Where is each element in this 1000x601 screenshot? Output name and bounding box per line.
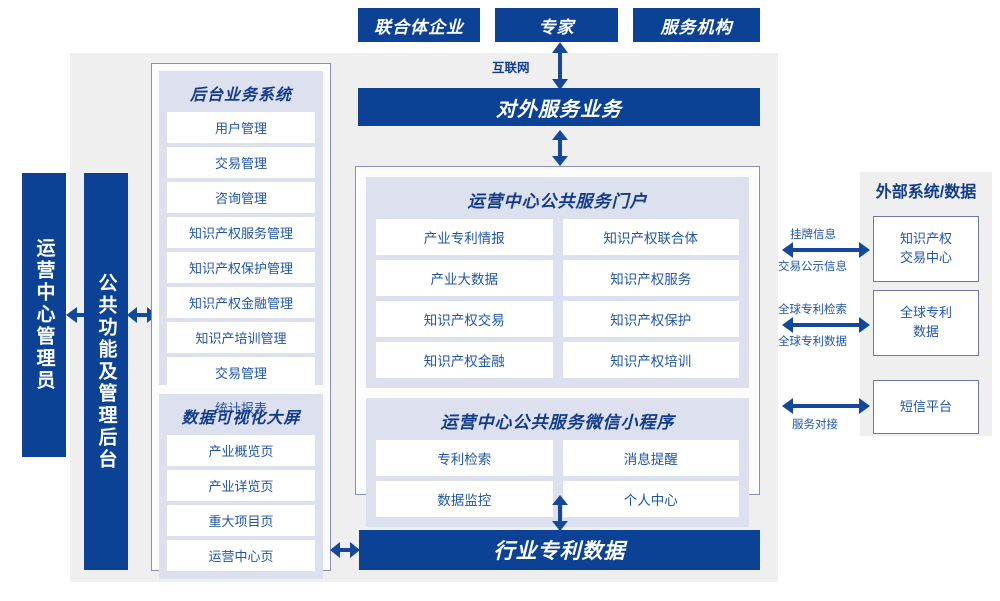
external-box-0[interactable]: 知识产权 交易中心 (873, 216, 979, 282)
portal-item-7[interactable]: 知识产权培训 (562, 342, 739, 378)
backend-item-5[interactable]: 知识产权金融管理 (167, 287, 315, 318)
external-connector-label-1-above: 全球专利检索 (778, 304, 847, 316)
industry-patent-data-label: 行业专利数据 (493, 540, 626, 563)
top-actor-box-2[interactable]: 服务机构 (633, 8, 760, 42)
external-box-1[interactable]: 全球专利 数据 (873, 290, 979, 356)
backend-item-6[interactable]: 知识产培训管理 (167, 322, 315, 353)
data-visualization-group: 数据可视化大屏 产业概览页 产业详览页 重大项目页 运营中心页 (159, 394, 323, 579)
visual-item-0[interactable]: 产业概览页 (167, 435, 315, 466)
backend-item-0[interactable]: 用户管理 (167, 112, 315, 143)
internet-arrow (552, 42, 568, 90)
external-service-bar-label: 对外服务业务 (496, 98, 622, 121)
left-bar-operator-label: 运营中心管理员 (33, 238, 55, 392)
public-service-portal-group: 运营中心公共服务门户 产业专利情报 知识产权联合体 产业大数据 知识产权服务 知… (366, 177, 749, 388)
portal-item-6[interactable]: 知识产权金融 (376, 342, 553, 378)
portal-item-2[interactable]: 产业大数据 (376, 260, 553, 296)
backend-item-1[interactable]: 交易管理 (167, 147, 315, 178)
external-connector-label-0-below: 交易公示信息 (778, 261, 847, 273)
portal-item-5[interactable]: 知识产权保护 (562, 301, 739, 337)
top-actor-label-0: 联合体企业 (374, 17, 464, 37)
external-connector-arrow-2 (782, 398, 870, 414)
left-bar-operator[interactable]: 运营中心管理员 (22, 173, 66, 457)
visual-item-2[interactable]: 重大项目页 (167, 505, 315, 536)
external-systems-title: 外部系统/数据 (875, 184, 977, 201)
visual-item-3[interactable]: 运营中心页 (167, 540, 315, 571)
external-connector-label-2-below: 服务对接 (792, 419, 838, 431)
platform-to-industry-arrow (330, 542, 360, 558)
left-bar-platform[interactable]: 公共功能及管理后台 (84, 173, 128, 570)
external-box-2-line1: 短信平台 (899, 398, 952, 414)
portal-item-1[interactable]: 知识产权联合体 (562, 219, 739, 255)
miniapp-item-2[interactable]: 数据监控 (376, 481, 553, 517)
top-actor-label-2: 服务机构 (660, 17, 733, 37)
top-actor-label-1: 专家 (538, 17, 575, 37)
portal-item-3[interactable]: 知识产权服务 (562, 260, 739, 296)
external-box-1-line2: 数据 (912, 324, 939, 339)
backend-item-2[interactable]: 咨询管理 (167, 182, 315, 213)
internet-label: 互联网 (492, 61, 530, 75)
portal-item-grid: 产业专利情报 知识产权联合体 产业大数据 知识产权服务 知识产权交易 知识产权保… (376, 219, 739, 378)
external-box-1-line1: 全球专利 (899, 305, 952, 321)
backend-panel: 后台业务系统 用户管理 交易管理 咨询管理 知识产权服务管理 知识产权保护管理 … (151, 63, 331, 579)
service-to-portal-arrow (552, 130, 568, 166)
left-bar-platform-label: 公共功能及管理后台 (95, 272, 117, 471)
external-connector-arrow-1 (782, 317, 870, 333)
public-service-portal-title: 运营中心公共服务门户 (467, 192, 648, 211)
portal-panel: 运营中心公共服务门户 产业专利情报 知识产权联合体 产业大数据 知识产权服务 知… (355, 166, 760, 527)
external-connector-arrow-0 (782, 242, 870, 258)
external-connector-label-1-below: 全球专利数据 (778, 336, 847, 348)
top-actor-box-1[interactable]: 专家 (495, 8, 618, 42)
miniapp-item-1[interactable]: 消息提醒 (562, 440, 739, 476)
external-box-0-text: 知识产权 交易中心 (900, 230, 952, 268)
miniapp-item-3[interactable]: 个人中心 (562, 481, 739, 517)
data-visualization-title: 数据可视化大屏 (181, 410, 301, 427)
top-actor-box-0[interactable]: 联合体企业 (358, 8, 480, 42)
backend-item-7[interactable]: 交易管理 (167, 357, 315, 388)
backend-item-3[interactable]: 知识产权服务管理 (167, 217, 315, 248)
backend-business-title: 后台业务系统 (189, 87, 292, 104)
external-box-0-line1: 知识产权 (899, 231, 952, 247)
portal-item-4[interactable]: 知识产权交易 (376, 301, 553, 337)
backend-item-4[interactable]: 知识产权保护管理 (167, 252, 315, 283)
portal-to-industry-arrow (552, 495, 568, 531)
external-box-1-text: 全球专利 数据 (900, 304, 952, 342)
visual-item-1[interactable]: 产业详览页 (167, 470, 315, 501)
external-connector-label-0-above: 挂牌信息 (790, 229, 836, 241)
external-box-2[interactable]: 短信平台 (873, 380, 979, 434)
backend-business-group: 后台业务系统 用户管理 交易管理 咨询管理 知识产权服务管理 知识产权保护管理 … (159, 71, 323, 423)
miniapp-group: 运营中心公共服务微信小程序 专利检索 消息提醒 数据监控 个人中心 (366, 398, 749, 527)
miniapp-title: 运营中心公共服务微信小程序 (440, 413, 675, 432)
external-box-0-line2: 交易中心 (899, 250, 952, 265)
industry-patent-data-bar[interactable]: 行业专利数据 (359, 530, 760, 570)
miniapp-item-grid: 专利检索 消息提醒 数据监控 个人中心 (376, 440, 739, 517)
external-service-bar[interactable]: 对外服务业务 (358, 88, 760, 126)
portal-item-0[interactable]: 产业专利情报 (376, 219, 553, 255)
miniapp-item-0[interactable]: 专利检索 (376, 440, 553, 476)
